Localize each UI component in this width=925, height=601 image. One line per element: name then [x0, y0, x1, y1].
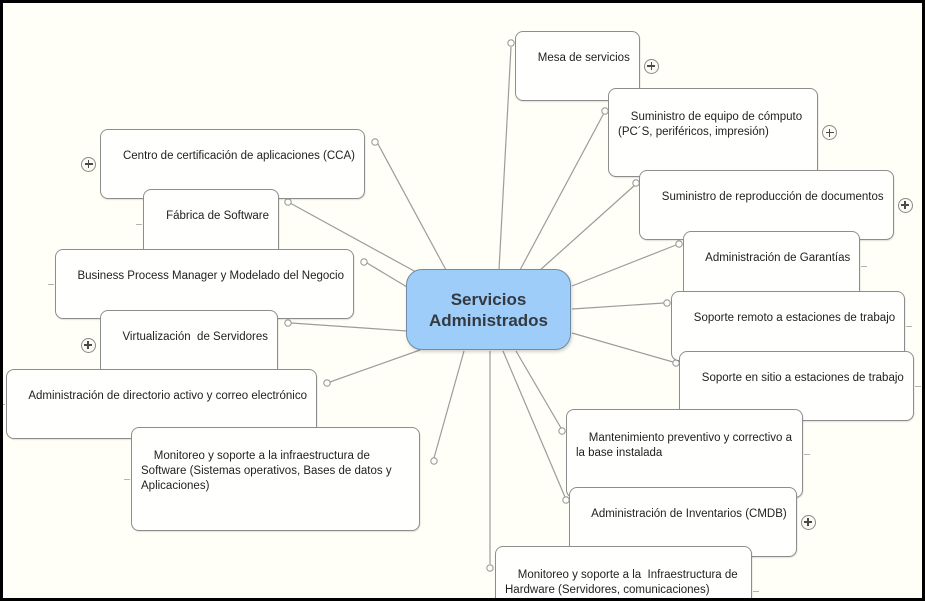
node-label: Monitoreo y soporte a la infraestructura…	[141, 450, 395, 492]
node-label: Fábrica de Software	[166, 210, 269, 222]
branch-stub	[861, 266, 868, 267]
node-fabrica-de-software[interactable]: Fábrica de Software	[136, 189, 279, 259]
node-label: Centro de certificación de aplicaciones …	[122, 150, 355, 162]
expand-plus-icon[interactable]	[800, 514, 816, 530]
node-business-process-manager[interactable]: Business Process Manager y Modelado del …	[47, 249, 354, 319]
node-mantenimiento-preventivo-correctivo[interactable]: Mantenimiento preventivo y correctivo a …	[566, 409, 810, 498]
node-suministro-equipo-computo[interactable]: Suministro de equipo de cómputo (PC´S, p…	[608, 88, 837, 177]
node-label: Soporte remoto a estaciones de trabajo	[693, 312, 896, 324]
central-topic-label: Servicios Administrados	[428, 289, 549, 330]
expand-plus-icon[interactable]	[80, 337, 96, 353]
node-label: Administración de Garantías	[705, 252, 851, 264]
node-monitoreo-soporte-hardware[interactable]: Monitoreo y soporte a la Infraestructura…	[495, 546, 759, 598]
branch-stub	[914, 386, 921, 387]
branch-stub	[753, 590, 759, 592]
node-label: Business Process Manager y Modelado del …	[77, 270, 344, 282]
branch-stub	[804, 453, 810, 455]
node-label: Mantenimiento preventivo y correctivo a …	[576, 432, 796, 459]
branch-stub	[906, 326, 913, 327]
node-monitoreo-soporte-software[interactable]: Monitoreo y soporte a la infraestructura…	[124, 427, 420, 531]
node-centro-certificacion-aplicaciones[interactable]: Centro de certificación de aplicaciones …	[81, 129, 365, 199]
node-label: Mesa de servicios	[537, 52, 630, 64]
node-label: Suministro de reproducción de documentos	[661, 191, 884, 203]
node-virtualizacion-de-servidores[interactable]: Virtualización de Servidores	[80, 310, 278, 380]
node-suministro-reproduccion-documentos[interactable]: Suministro de reproducción de documentos	[639, 170, 913, 240]
node-soporte-remoto-estaciones[interactable]: Soporte remoto a estaciones de trabajo	[671, 291, 913, 361]
node-label: Administración de directorio activo y co…	[28, 390, 307, 402]
expand-plus-icon[interactable]	[81, 156, 97, 172]
branch-stub	[124, 479, 130, 480]
branch-stub	[47, 284, 54, 285]
expand-plus-icon[interactable]	[822, 125, 837, 140]
branch-stub	[136, 224, 143, 225]
expand-plus-icon[interactable]	[897, 197, 913, 213]
node-label: Soporte en sitio a estaciones de trabajo	[701, 372, 904, 384]
expand-plus-icon[interactable]	[643, 58, 659, 74]
node-label: Virtualización de Servidores	[122, 331, 268, 343]
node-label: Suministro de equipo de cómputo (PC´S, p…	[618, 111, 806, 138]
branch-stub	[3, 404, 6, 405]
node-administracion-inventarios-cmdb[interactable]: Administración de Inventarios (CMDB)	[569, 487, 816, 557]
node-label: Monitoreo y soporte a la Infraestructura…	[505, 569, 741, 596]
central-topic[interactable]: Servicios Administrados	[406, 269, 571, 350]
node-label: Administración de Inventarios (CMDB)	[591, 508, 787, 520]
